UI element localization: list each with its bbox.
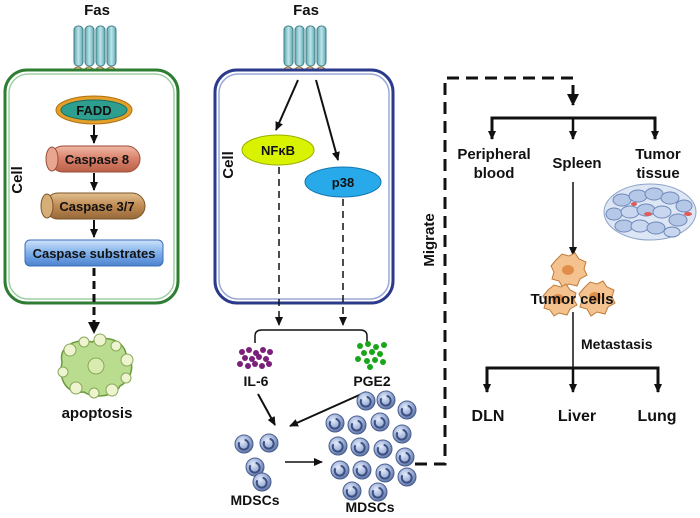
tumor-tissue-label-line1: Tumor bbox=[635, 146, 681, 163]
mdsc-left-label: MDSCs bbox=[230, 492, 279, 508]
mdsc-cell-icon bbox=[325, 413, 345, 433]
caspase-substrates-node: Caspase substrates bbox=[24, 239, 164, 267]
middle-fas-label: Fas bbox=[293, 2, 319, 19]
cytokine-bracket bbox=[254, 329, 368, 343]
tumor-tissue-icon bbox=[603, 183, 697, 241]
dln-label: DLN bbox=[472, 408, 505, 425]
peripheral-label-line2: blood bbox=[474, 165, 515, 182]
mdsc-cell-icon bbox=[370, 412, 390, 432]
caspase37-label: Caspase 3/7 bbox=[59, 199, 134, 214]
left-cell-label: Cell bbox=[9, 166, 26, 194]
middle-cell-membrane bbox=[213, 68, 395, 305]
caspase37-node: Caspase 3/7 bbox=[40, 192, 146, 220]
spleen-label: Spleen bbox=[552, 155, 601, 172]
mdsc-cell-icon bbox=[397, 467, 417, 487]
mdsc-cell-icon bbox=[342, 481, 362, 501]
mdsc-cell-icon bbox=[397, 400, 417, 420]
middle-cell-label: Cell bbox=[220, 151, 237, 179]
pge2-label: PGE2 bbox=[353, 373, 391, 389]
mdsc-cell-icon bbox=[259, 433, 279, 453]
mdsc-right-label: MDSCs bbox=[345, 499, 394, 515]
liver-label: Liver bbox=[558, 408, 596, 425]
mdsc-cell-icon bbox=[395, 447, 415, 467]
p38-node: p38 bbox=[304, 166, 382, 198]
mdsc-cell-icon bbox=[373, 439, 393, 459]
apoptotic-cell-icon bbox=[57, 333, 134, 399]
mdsc-cell-icon bbox=[350, 437, 370, 457]
tumor-tissue-label-line2: tissue bbox=[636, 165, 679, 182]
nfkb-label: NFκB bbox=[261, 143, 295, 158]
mdsc-cell-icon bbox=[234, 434, 254, 454]
apoptosis-label: apoptosis bbox=[62, 405, 133, 422]
caspase8-node: Caspase 8 bbox=[45, 145, 141, 173]
mdsc-cell-icon bbox=[328, 436, 348, 456]
tumor-cells-icon bbox=[542, 252, 616, 317]
caspase-substrates-label: Caspase substrates bbox=[33, 246, 156, 261]
fadd-label: FADD bbox=[76, 103, 111, 118]
metastasis-label: Metastasis bbox=[581, 336, 653, 352]
migrate-label: Migrate bbox=[421, 213, 438, 266]
right-panel: Migrate Peripheral blood Spleen Tumor ti… bbox=[415, 76, 697, 466]
p38-label: p38 bbox=[332, 175, 354, 190]
mdsc-cluster-right bbox=[325, 390, 417, 502]
mdsc-cell-icon bbox=[352, 460, 372, 480]
left-fas-label: Fas bbox=[84, 2, 110, 19]
mdsc-cell-icon bbox=[252, 472, 272, 492]
middle-panel: Fas Cell NFκB p38 bbox=[213, 2, 417, 515]
mdsc-cell-icon bbox=[356, 391, 376, 411]
left-panel: Fas Cell FADD Caspase 8 bbox=[3, 2, 180, 422]
tumor-cells-label: Tumor cells bbox=[530, 291, 613, 308]
mdsc-cell-icon bbox=[330, 460, 350, 480]
il6-molecules-icon bbox=[237, 347, 273, 369]
mdsc-cell-icon bbox=[347, 415, 367, 435]
mdsc-cell-icon bbox=[375, 463, 395, 483]
mdsc-cluster-left bbox=[234, 433, 279, 492]
nfkb-node: NFκB bbox=[241, 134, 315, 166]
pge2-molecules-icon bbox=[355, 341, 387, 370]
migrate-dashed-arrow bbox=[415, 76, 579, 466]
caspase8-label: Caspase 8 bbox=[65, 152, 129, 167]
mdsc-cell-icon bbox=[392, 424, 412, 444]
peripheral-label-line1: Peripheral bbox=[457, 146, 530, 163]
il6-label: IL-6 bbox=[244, 373, 269, 389]
mdsc-cell-icon bbox=[368, 482, 388, 502]
mdsc-cell-icon bbox=[245, 457, 265, 477]
fadd-node: FADD bbox=[55, 95, 133, 125]
lung-label: Lung bbox=[637, 408, 676, 425]
mdsc-cell-icon bbox=[376, 390, 396, 410]
